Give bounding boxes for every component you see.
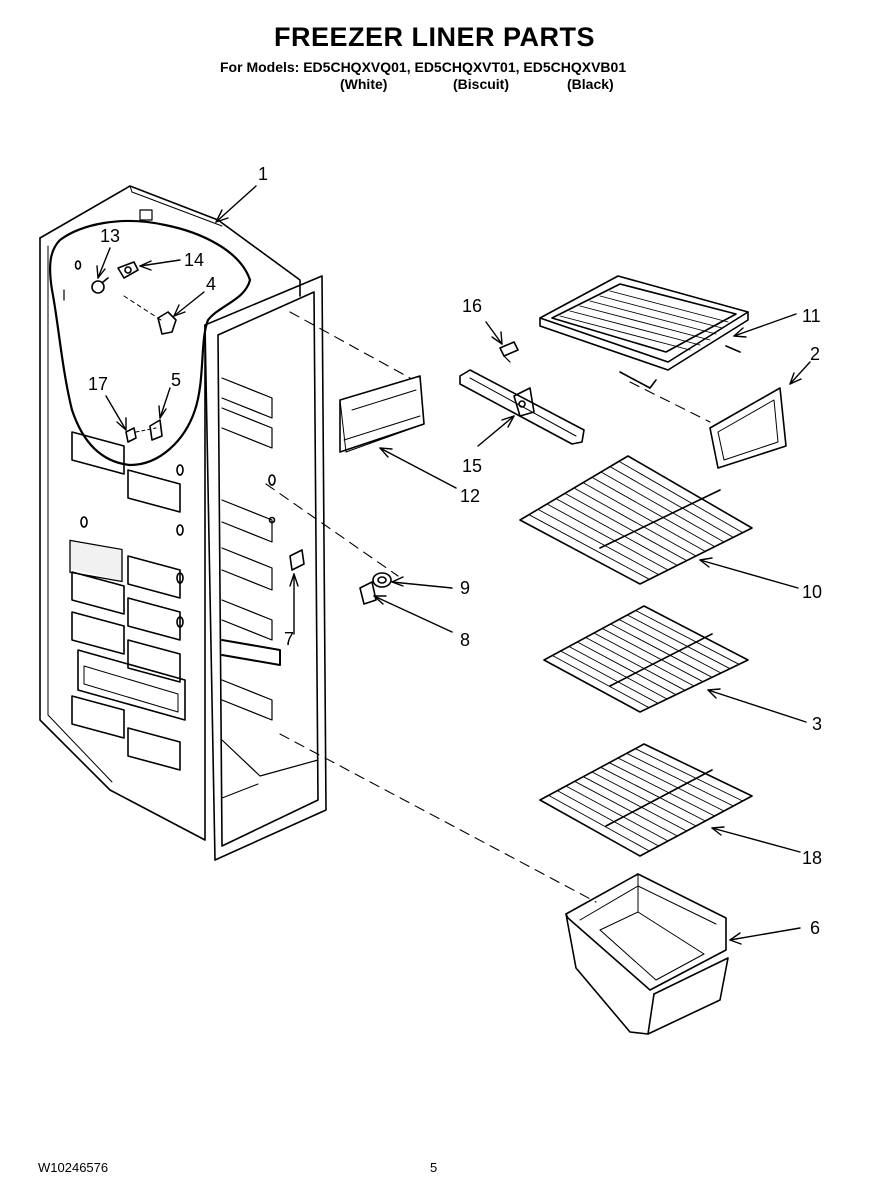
wire-shelf-part-18-drawing xyxy=(539,743,753,857)
callout-8: 8 xyxy=(460,630,470,650)
shelf-wire xyxy=(618,460,744,534)
shelf-wire xyxy=(560,650,659,704)
callout-13: 13 xyxy=(100,226,120,246)
shelf-frame-part-11-drawing xyxy=(539,275,749,389)
callout-12: 12 xyxy=(460,486,480,506)
document-number: W10246576 xyxy=(38,1160,109,1175)
shelf-wire xyxy=(585,637,686,691)
shelf-wire xyxy=(610,623,713,678)
shelf-wire xyxy=(565,785,669,842)
color-black: (Black) xyxy=(567,76,614,92)
freezer-liner-drawing xyxy=(39,185,327,861)
models-line: For Models: ED5CHQXVQ01, ED5CHQXVT01, ED… xyxy=(220,59,627,75)
glass-part-2-drawing xyxy=(709,387,787,469)
callout-labels: 1 2 3 4 5 6 7 8 9 10 11 12 13 14 15 16 1… xyxy=(88,164,822,938)
callout-9: 9 xyxy=(460,578,470,598)
shelf-wire xyxy=(574,780,678,837)
shelf-wire xyxy=(548,794,650,852)
shelf-support-drawing xyxy=(459,341,585,445)
shelf-wire xyxy=(582,482,706,552)
shelf-wire xyxy=(635,610,740,665)
shelf-wire xyxy=(609,466,734,538)
shelf-wire xyxy=(600,471,725,543)
page-title: FREEZER LINER PARTS xyxy=(273,22,595,52)
shelf-wire xyxy=(601,628,704,683)
shelf-wire xyxy=(600,766,706,822)
callout-18: 18 xyxy=(802,848,822,868)
callout-4: 4 xyxy=(206,274,216,294)
callout-15: 15 xyxy=(462,456,482,476)
shelf-wire xyxy=(551,655,650,709)
shelf-wire xyxy=(591,476,716,548)
shelf-wire xyxy=(593,632,695,687)
shelf-wire xyxy=(537,508,660,576)
exploded-view-lines xyxy=(265,311,711,903)
callout-10: 10 xyxy=(802,582,822,602)
wire-shelf-part-10-drawing xyxy=(519,455,753,585)
shelf-wire xyxy=(626,614,731,670)
wire-shelf-part-3-drawing xyxy=(543,605,749,713)
shelf-wire xyxy=(556,790,660,847)
leader-arrows xyxy=(96,185,811,945)
basket-part-6-drawing xyxy=(565,873,729,1035)
callout-16: 16 xyxy=(462,296,482,316)
color-biscuit: (Biscuit) xyxy=(453,76,509,92)
callout-7: 7 xyxy=(284,629,294,649)
shelf-wire xyxy=(546,503,669,571)
shelf-wire xyxy=(608,762,716,817)
grommet-and-screw-drawing xyxy=(359,572,392,605)
shelf-wire xyxy=(618,619,722,674)
callout-2: 2 xyxy=(810,344,820,364)
callout-11: 11 xyxy=(802,306,821,326)
color-white: (White) xyxy=(340,76,388,92)
cover-part-12-drawing xyxy=(339,375,425,453)
shelf-wire xyxy=(564,492,688,562)
shelf-wire xyxy=(634,748,744,802)
shelf-wire xyxy=(555,498,678,566)
shelf-wire xyxy=(568,646,668,700)
shelf-wire xyxy=(573,487,697,557)
shelf-wire xyxy=(591,771,697,827)
shelf-wire xyxy=(626,752,734,807)
callout-3: 3 xyxy=(812,714,822,734)
shelf-wire xyxy=(617,757,725,812)
callout-6: 6 xyxy=(810,918,820,938)
shelf-wire xyxy=(582,776,688,832)
callout-14: 14 xyxy=(184,250,204,270)
callout-5: 5 xyxy=(171,370,181,390)
shelf-wire xyxy=(528,514,650,580)
callout-17: 17 xyxy=(88,374,108,394)
page-number: 5 xyxy=(430,1160,438,1175)
shelf-wire xyxy=(576,641,677,696)
callout-1: 1 xyxy=(258,164,268,184)
